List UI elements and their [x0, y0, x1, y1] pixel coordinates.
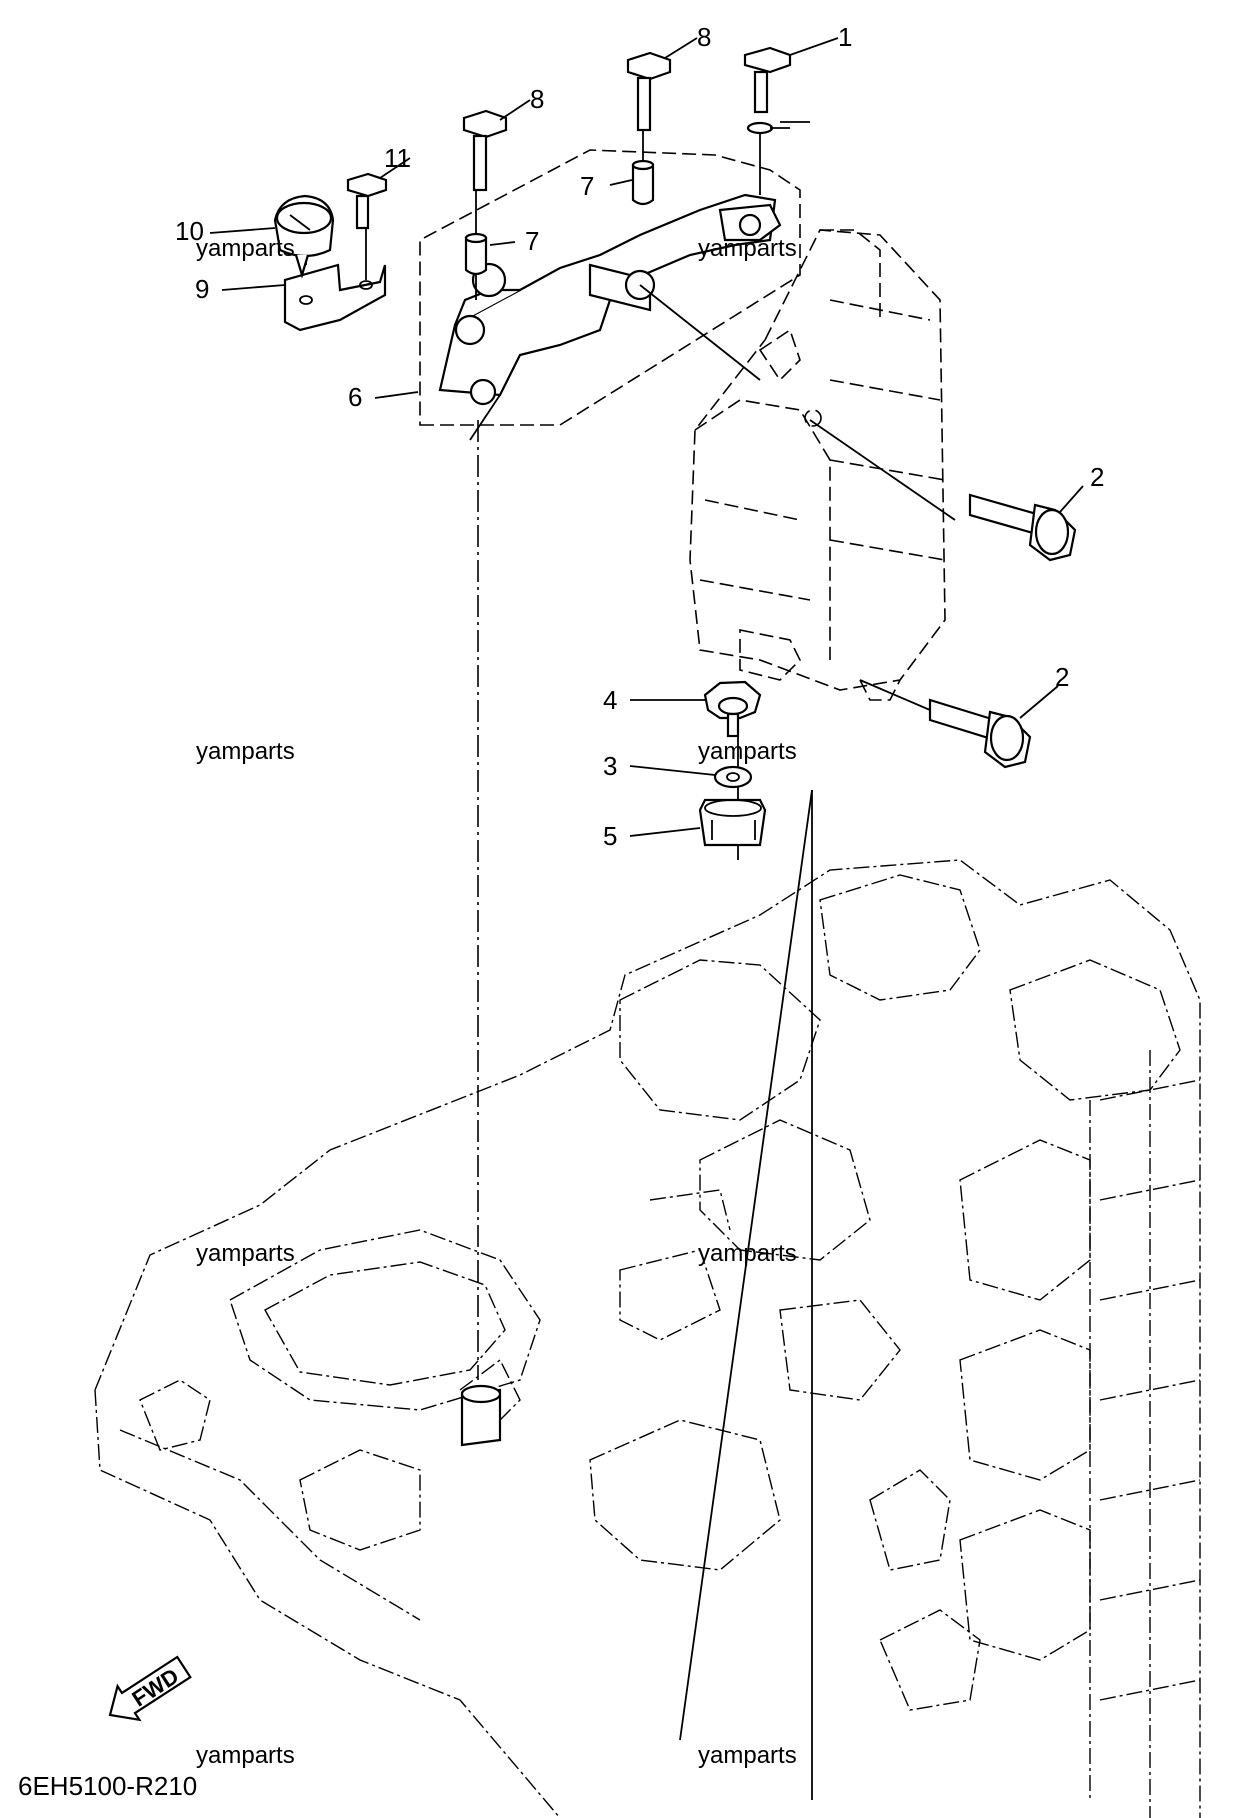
bolt-11 — [346, 172, 388, 230]
bracket-boundary — [419, 149, 801, 426]
callout-10: 10 — [175, 216, 204, 246]
watermark: yamparts — [196, 738, 295, 765]
watermark: yamparts — [196, 235, 295, 262]
collar-7-lower — [464, 232, 488, 276]
cap-5 — [698, 798, 767, 847]
callout-8-lower: 8 — [530, 84, 544, 114]
fwd-arrow: FWD — [108, 1655, 192, 1722]
washer-3 — [713, 765, 753, 789]
collar-7-upper — [631, 159, 655, 206]
watermark: yamparts — [698, 1742, 797, 1769]
callout-3: 3 — [603, 751, 617, 781]
callout-7-lower: 7 — [525, 226, 539, 256]
bolt-8-upper — [626, 51, 672, 132]
engine-block — [94, 859, 1201, 1818]
terminal-nut-4 — [703, 680, 762, 738]
callouts: 1 8 8 11 7 7 10 9 6 2 2 4 3 5 — [175, 22, 1104, 851]
watermarks: yamparts yamparts yamparts yamparts yamp… — [196, 235, 797, 1769]
starter-motor — [689, 229, 946, 701]
bolt-2-upper — [968, 493, 1077, 562]
watermark: yamparts — [698, 738, 797, 765]
callout-1: 1 — [838, 22, 852, 52]
callout-7-upper: 7 — [580, 171, 594, 201]
bolt-2-lower — [928, 698, 1032, 769]
alignment-lines — [305, 120, 956, 1800]
callout-6: 6 — [348, 382, 362, 412]
callout-2-lower: 2 — [1055, 662, 1069, 692]
callout-4: 4 — [603, 685, 617, 715]
starter-bracket — [438, 193, 782, 441]
callout-2-upper: 2 — [1090, 462, 1104, 492]
sensor-10 — [273, 194, 335, 279]
diagram-code: 6EH5100-R210 — [18, 1771, 197, 1801]
callout-8-upper: 8 — [697, 22, 711, 52]
watermark: yamparts — [698, 235, 797, 262]
callout-5: 5 — [603, 821, 617, 851]
callout-11: 11 — [384, 143, 411, 173]
watermark: yamparts — [196, 1240, 295, 1267]
leader-lines — [209, 37, 1084, 837]
callout-9: 9 — [195, 274, 209, 304]
bolt-8-lower — [462, 109, 508, 192]
plate-9 — [283, 263, 387, 332]
watermark: yamparts — [196, 1742, 295, 1769]
bolt-1 — [743, 46, 810, 135]
watermark: yamparts — [698, 1240, 797, 1267]
